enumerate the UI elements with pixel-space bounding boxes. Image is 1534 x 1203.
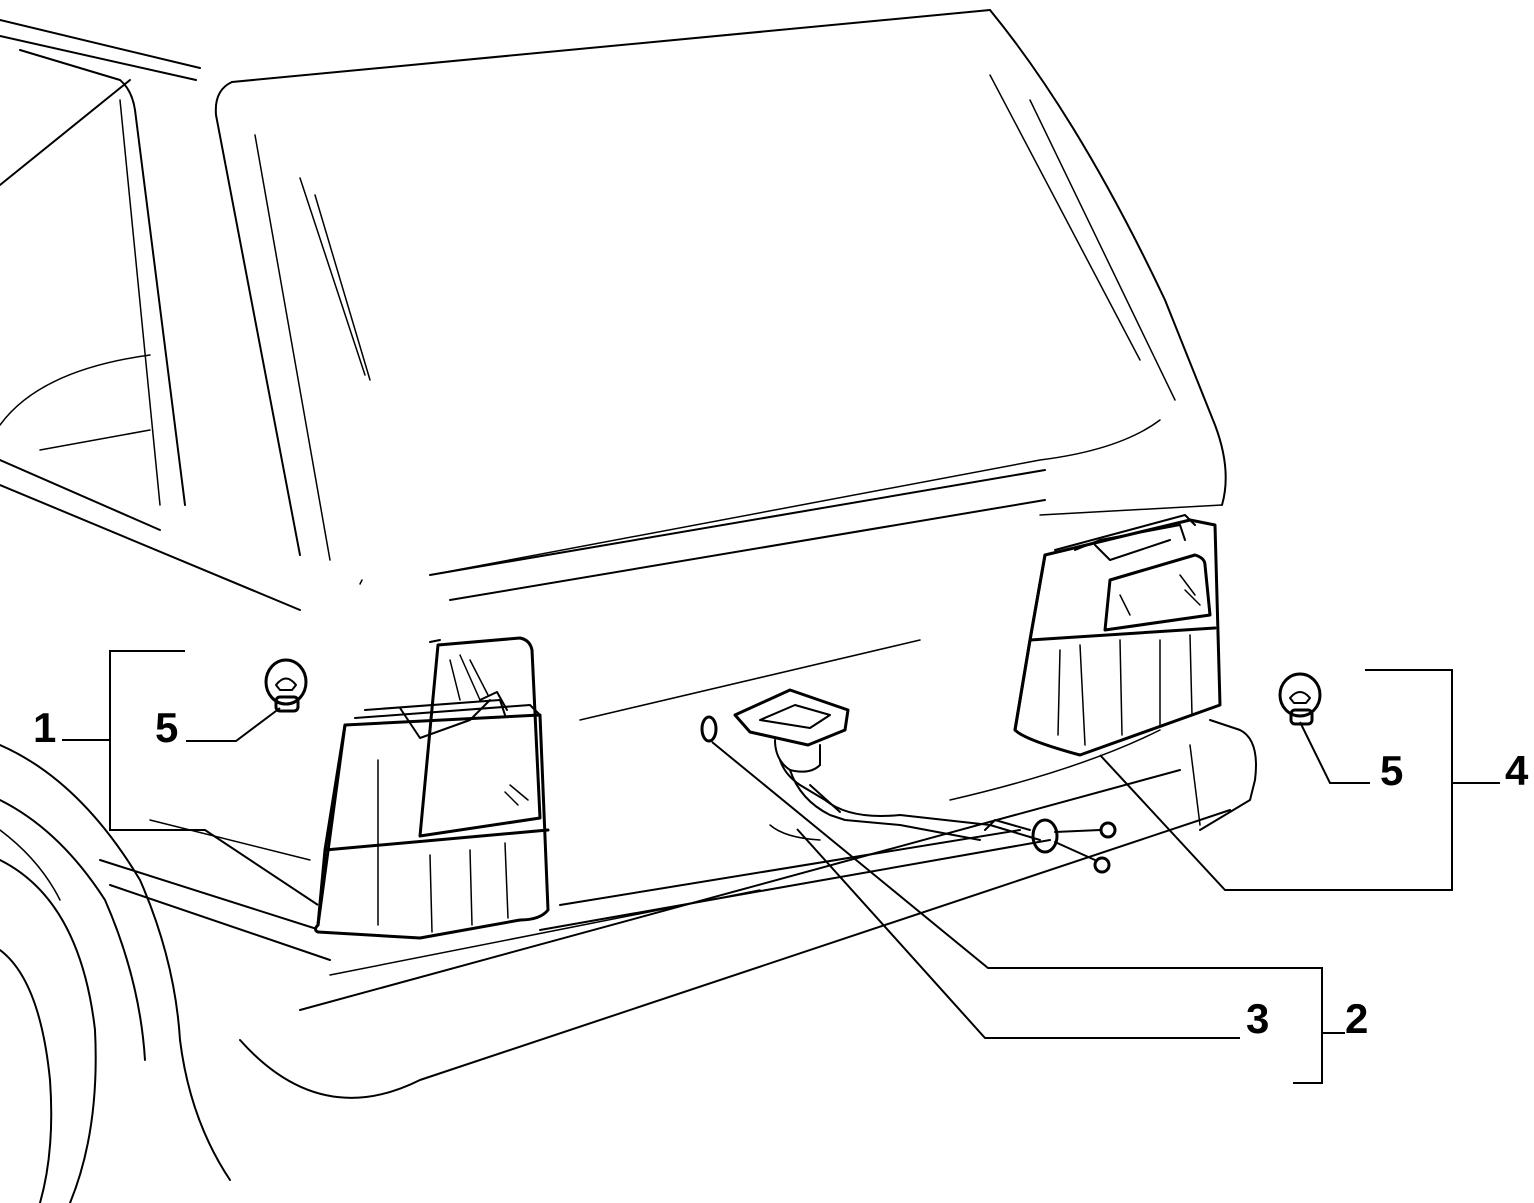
callout-5-left: 5 (155, 704, 178, 751)
right-tail-lamp (1013, 514, 1222, 757)
left-tail-lamp (314, 636, 550, 940)
callout-labels: 1 5 5 4 3 2 (33, 704, 1529, 1042)
callout-2: 2 (1345, 995, 1368, 1042)
leader-lines (62, 650, 1500, 1084)
car-body-outline (0, 9, 1257, 1203)
callout-1: 1 (33, 704, 56, 751)
right-bulb (1278, 672, 1322, 726)
callout-4: 4 (1505, 747, 1529, 794)
callout-5-right: 5 (1380, 747, 1403, 794)
callout-3: 3 (1246, 995, 1269, 1042)
license-plate-lamp (700, 688, 1117, 874)
left-bulb (264, 658, 308, 713)
